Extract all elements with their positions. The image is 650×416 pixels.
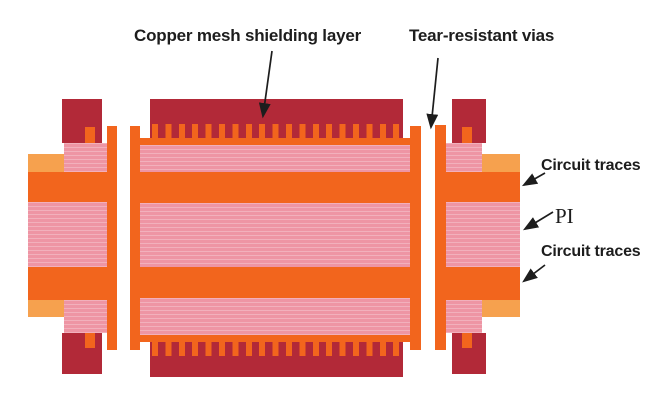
pi-layer-lower-right [446, 300, 482, 333]
via-tooth-bottom-left [85, 333, 95, 348]
pi-core-center [140, 203, 410, 267]
pi-arrow [522, 211, 554, 231]
adhesive-strip-top-right [482, 154, 520, 172]
via-tooth-top-right [462, 127, 472, 143]
pi-layer-lower-center [140, 298, 410, 335]
circuit-traces-top-arrow [521, 172, 546, 187]
pi-core-left [28, 202, 107, 267]
circuit-trace-band-bottom-left [28, 267, 107, 300]
via-tooth-top-left [85, 127, 95, 143]
pi-layer-upper-center [140, 145, 410, 172]
adhesive-strip-bottom-right [482, 300, 520, 317]
shield-mesh-block-bottom-left [62, 333, 102, 374]
tear-resistant-via-bar-d [435, 125, 446, 350]
label-tear-resistant-vias: Tear-resistant vias [409, 26, 555, 45]
label-circuit-traces-top: Circuit traces [541, 157, 641, 174]
circuit-trace-band-top-left [28, 172, 107, 202]
circuit-traces-bottom-arrow [522, 264, 546, 283]
label-pi: PI [555, 204, 574, 228]
circuit-trace-band-bottom-center [140, 267, 410, 298]
pi-layer-lower-left [64, 300, 107, 333]
tear-resistant-via-bar-a [107, 126, 117, 350]
tear-resistant-via-bar-b [130, 126, 140, 350]
pi-layer-upper-right [446, 143, 482, 172]
tear-resistant-vias-arrow [426, 57, 439, 130]
label-copper-mesh-shielding-layer: Copper mesh shielding layer [134, 26, 361, 45]
shield-mesh-block-top-left [62, 99, 102, 143]
circuit-trace-band-bottom-right [446, 267, 520, 300]
tear-resistant-via-bar-c [410, 126, 421, 350]
comb-base-strip-top [140, 138, 410, 145]
label-circuit-traces-bottom: Circuit traces [541, 243, 641, 260]
mesh-via-comb-bottom [152, 342, 401, 356]
via-tooth-bottom-right [462, 333, 472, 348]
circuit-trace-band-top-right [446, 172, 520, 202]
adhesive-strip-bottom-left [28, 300, 64, 317]
adhesive-strip-top-left [28, 154, 64, 172]
pi-layer-upper-left [64, 143, 107, 172]
circuit-trace-band-top-center [140, 172, 410, 203]
comb-base-strip-bottom [140, 335, 410, 342]
pi-core-right [446, 202, 520, 267]
mesh-via-comb-top [152, 124, 401, 138]
